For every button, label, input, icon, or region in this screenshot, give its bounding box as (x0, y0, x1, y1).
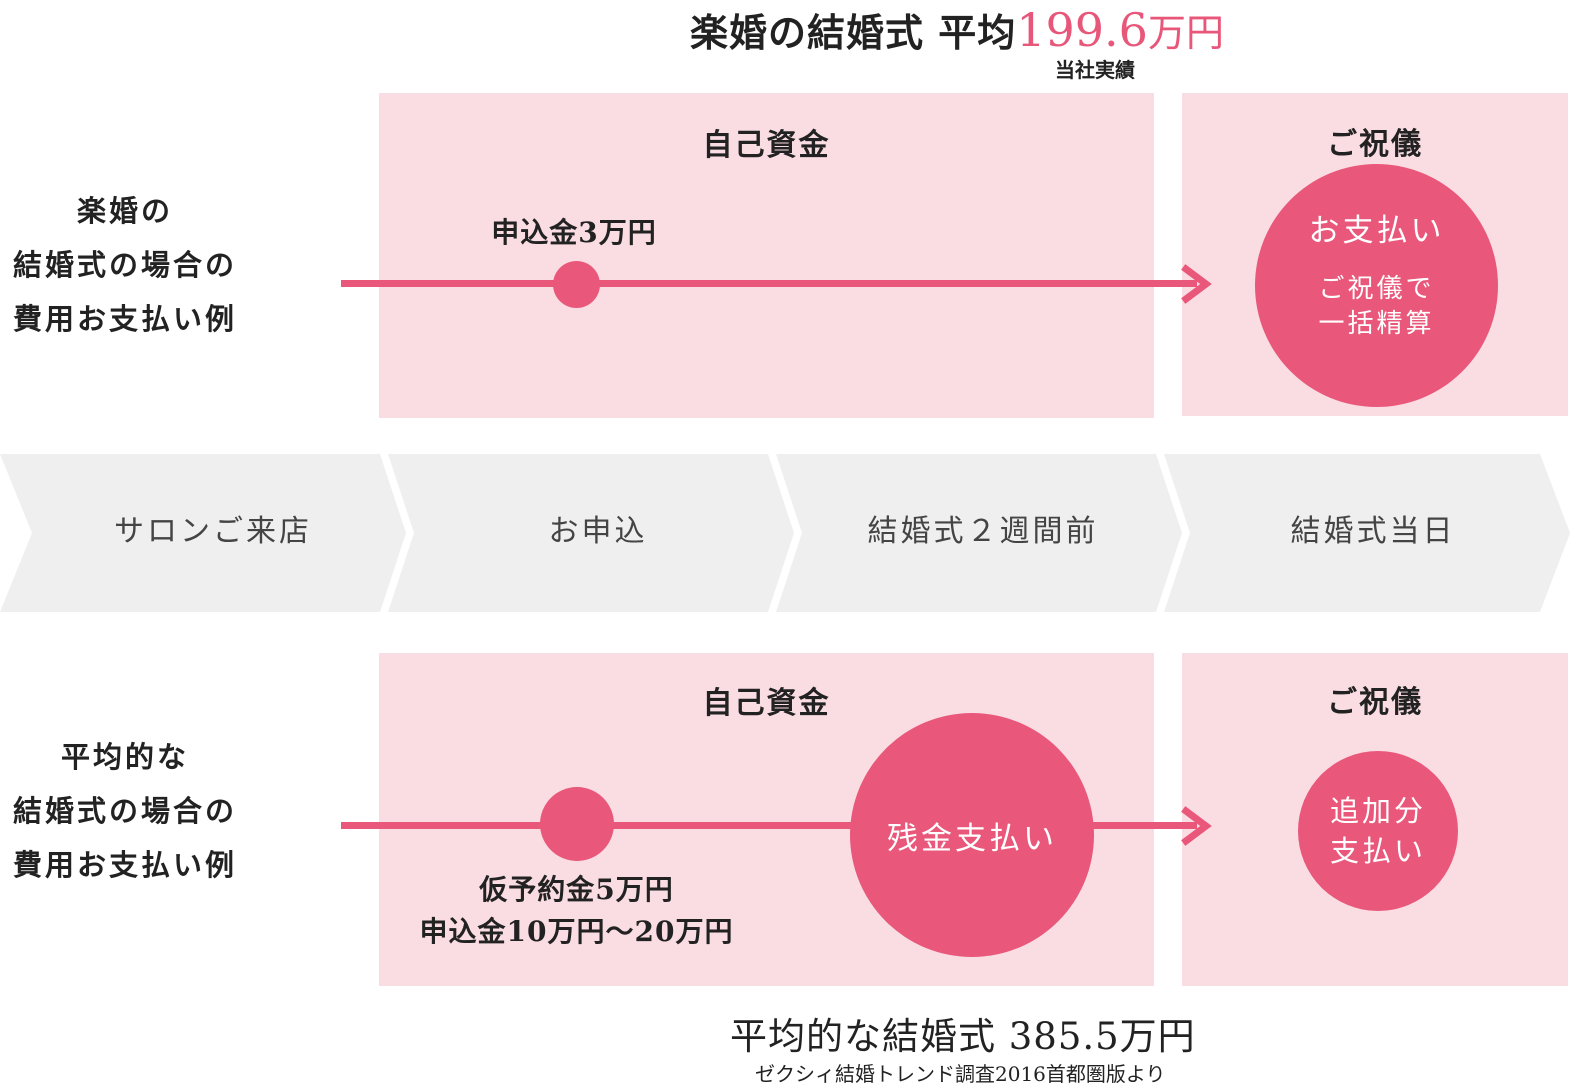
header-title-amount: 199.6 (1016, 3, 1148, 57)
row1-dot-label: 申込金3万円 (491, 216, 657, 249)
step-application: お申込 (548, 514, 648, 549)
row1-label-line: 費用お支払い例 (12, 302, 237, 336)
step-wedding-day: 結婚式当日 (1290, 514, 1456, 549)
row1-own-funds-title: 自己資金 (702, 128, 831, 163)
row1-label-line: 結婚式の場合の (12, 248, 237, 282)
row1-circle-sub: 一括精算 (1318, 309, 1435, 339)
header-note: 当社実績 (1055, 58, 1135, 82)
row2-dot-label-line: 申込金10万円〜20万円 (419, 915, 734, 948)
row2-gift-title: ご祝儀 (1327, 685, 1423, 720)
row2-balance-label: 残金支払い (887, 820, 1057, 857)
header-title-prefix: 楽婚の結婚式 平均 (690, 10, 1017, 55)
row1-application-dot (553, 261, 600, 308)
row2-dot-label: 仮予約金5万円 申込金10万円〜20万円 (379, 869, 774, 953)
row1-payment-circle: お支払い ご祝儀で 一括精算 (1255, 164, 1498, 407)
header-title: 楽婚の結婚式 平均199.6万円 (0, 2, 1574, 57)
header-title-unit: 万円 (1147, 11, 1224, 55)
row2-dot-label-line: 仮予約金5万円 (479, 873, 674, 906)
row1-arrowhead-icon (1181, 264, 1212, 304)
row1-label: 楽婚の 結婚式の場合の 費用お支払い例 (0, 184, 250, 346)
row1-gift-title: ご祝儀 (1327, 127, 1423, 162)
row2-balance-circle: 残金支払い (850, 713, 1094, 957)
steps-chevron-bar (0, 454, 1570, 612)
row2-arrowhead-icon (1181, 806, 1212, 846)
row2-additional-line: 支払い (1329, 834, 1426, 868)
row1-circle-title: お支払い (1308, 213, 1445, 249)
row2-additional-line: 追加分 (1329, 794, 1426, 828)
row1-circle-sub: ご祝儀で (1318, 274, 1435, 304)
row1-own-funds-panel: 自己資金 申込金3万円 (379, 93, 1154, 418)
row2-timeline-line (341, 822, 1197, 829)
step-two-weeks-before: 結婚式２週間前 (867, 514, 1099, 549)
row2-label-line: 費用お支払い例 (12, 848, 237, 882)
row1-label-line: 楽婚の (76, 194, 173, 228)
row2-own-funds-title: 自己資金 (702, 686, 831, 721)
row2-label: 平均的な 結婚式の場合の 費用お支払い例 (0, 730, 250, 892)
row2-label-line: 平均的な (60, 740, 189, 774)
footer-title: 平均的な結婚式 385.5万円 (730, 1015, 1196, 1058)
row2-additional-circle: 追加分 支払い (1298, 751, 1458, 911)
row2-label-line: 結婚式の場合の (12, 794, 237, 828)
footer-source: ゼクシィ結婚トレンド調査2016首都圏版より (755, 1062, 1166, 1086)
row2-deposit-dot (540, 787, 614, 861)
row1-timeline-line (341, 280, 1197, 287)
step-salon-visit: サロンご来店 (114, 514, 312, 549)
